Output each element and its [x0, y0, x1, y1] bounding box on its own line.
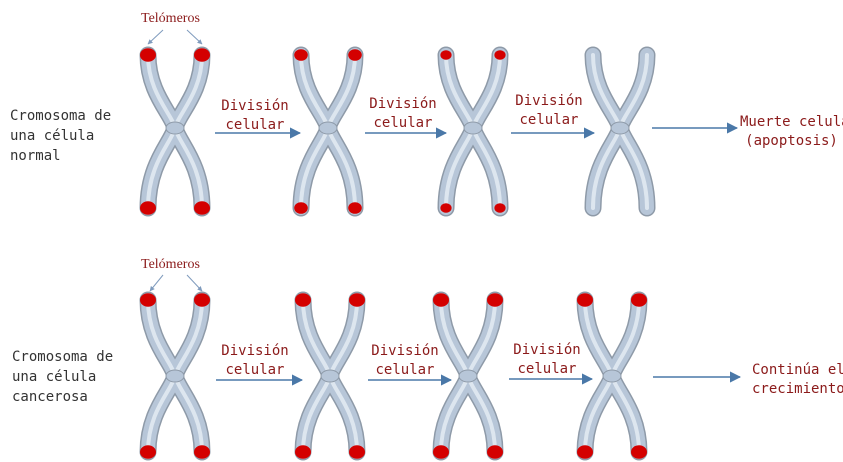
centromere: [321, 370, 339, 382]
telomere: [295, 445, 311, 459]
telomere: [140, 293, 156, 307]
telomere: [140, 201, 156, 215]
telomere-pointer: [148, 30, 163, 44]
chromosome: [140, 48, 210, 215]
telomere: [294, 202, 308, 214]
telomere: [140, 445, 156, 459]
telomere: [140, 48, 156, 62]
telomere: [295, 293, 311, 307]
telomere: [348, 202, 362, 214]
chromosome: [440, 50, 505, 213]
telomere: [349, 445, 365, 459]
centromere: [464, 122, 482, 134]
telomere: [631, 293, 647, 307]
telomere: [194, 293, 210, 307]
telomere: [433, 293, 449, 307]
telomere: [440, 203, 451, 213]
chromosome: [294, 49, 362, 214]
telomere: [577, 445, 593, 459]
chromosome: [577, 293, 647, 459]
centromere: [603, 370, 621, 382]
telomere: [577, 293, 593, 307]
telomere-pointer: [187, 275, 202, 291]
telomere-pointer: [187, 30, 202, 44]
centromere: [611, 122, 629, 134]
telomere: [348, 49, 362, 61]
telomere: [194, 48, 210, 62]
telomere: [349, 293, 365, 307]
telomere: [194, 201, 210, 215]
centromere: [166, 370, 184, 382]
chromosomes: [140, 48, 647, 459]
telomere: [631, 445, 647, 459]
centromere: [319, 122, 337, 134]
telomere: [194, 445, 210, 459]
centromere: [166, 122, 184, 134]
telomere: [487, 445, 503, 459]
telomere: [494, 50, 505, 60]
telomere: [487, 293, 503, 307]
telomere: [294, 49, 308, 61]
telomere-pointer: [150, 275, 163, 291]
chromosome: [295, 293, 365, 459]
chromosome: [433, 293, 503, 459]
telomere: [433, 445, 449, 459]
chromosome: [593, 55, 647, 208]
telomere: [494, 203, 505, 213]
telomere: [440, 50, 451, 60]
centromere: [459, 370, 477, 382]
chromosome: [140, 293, 210, 459]
